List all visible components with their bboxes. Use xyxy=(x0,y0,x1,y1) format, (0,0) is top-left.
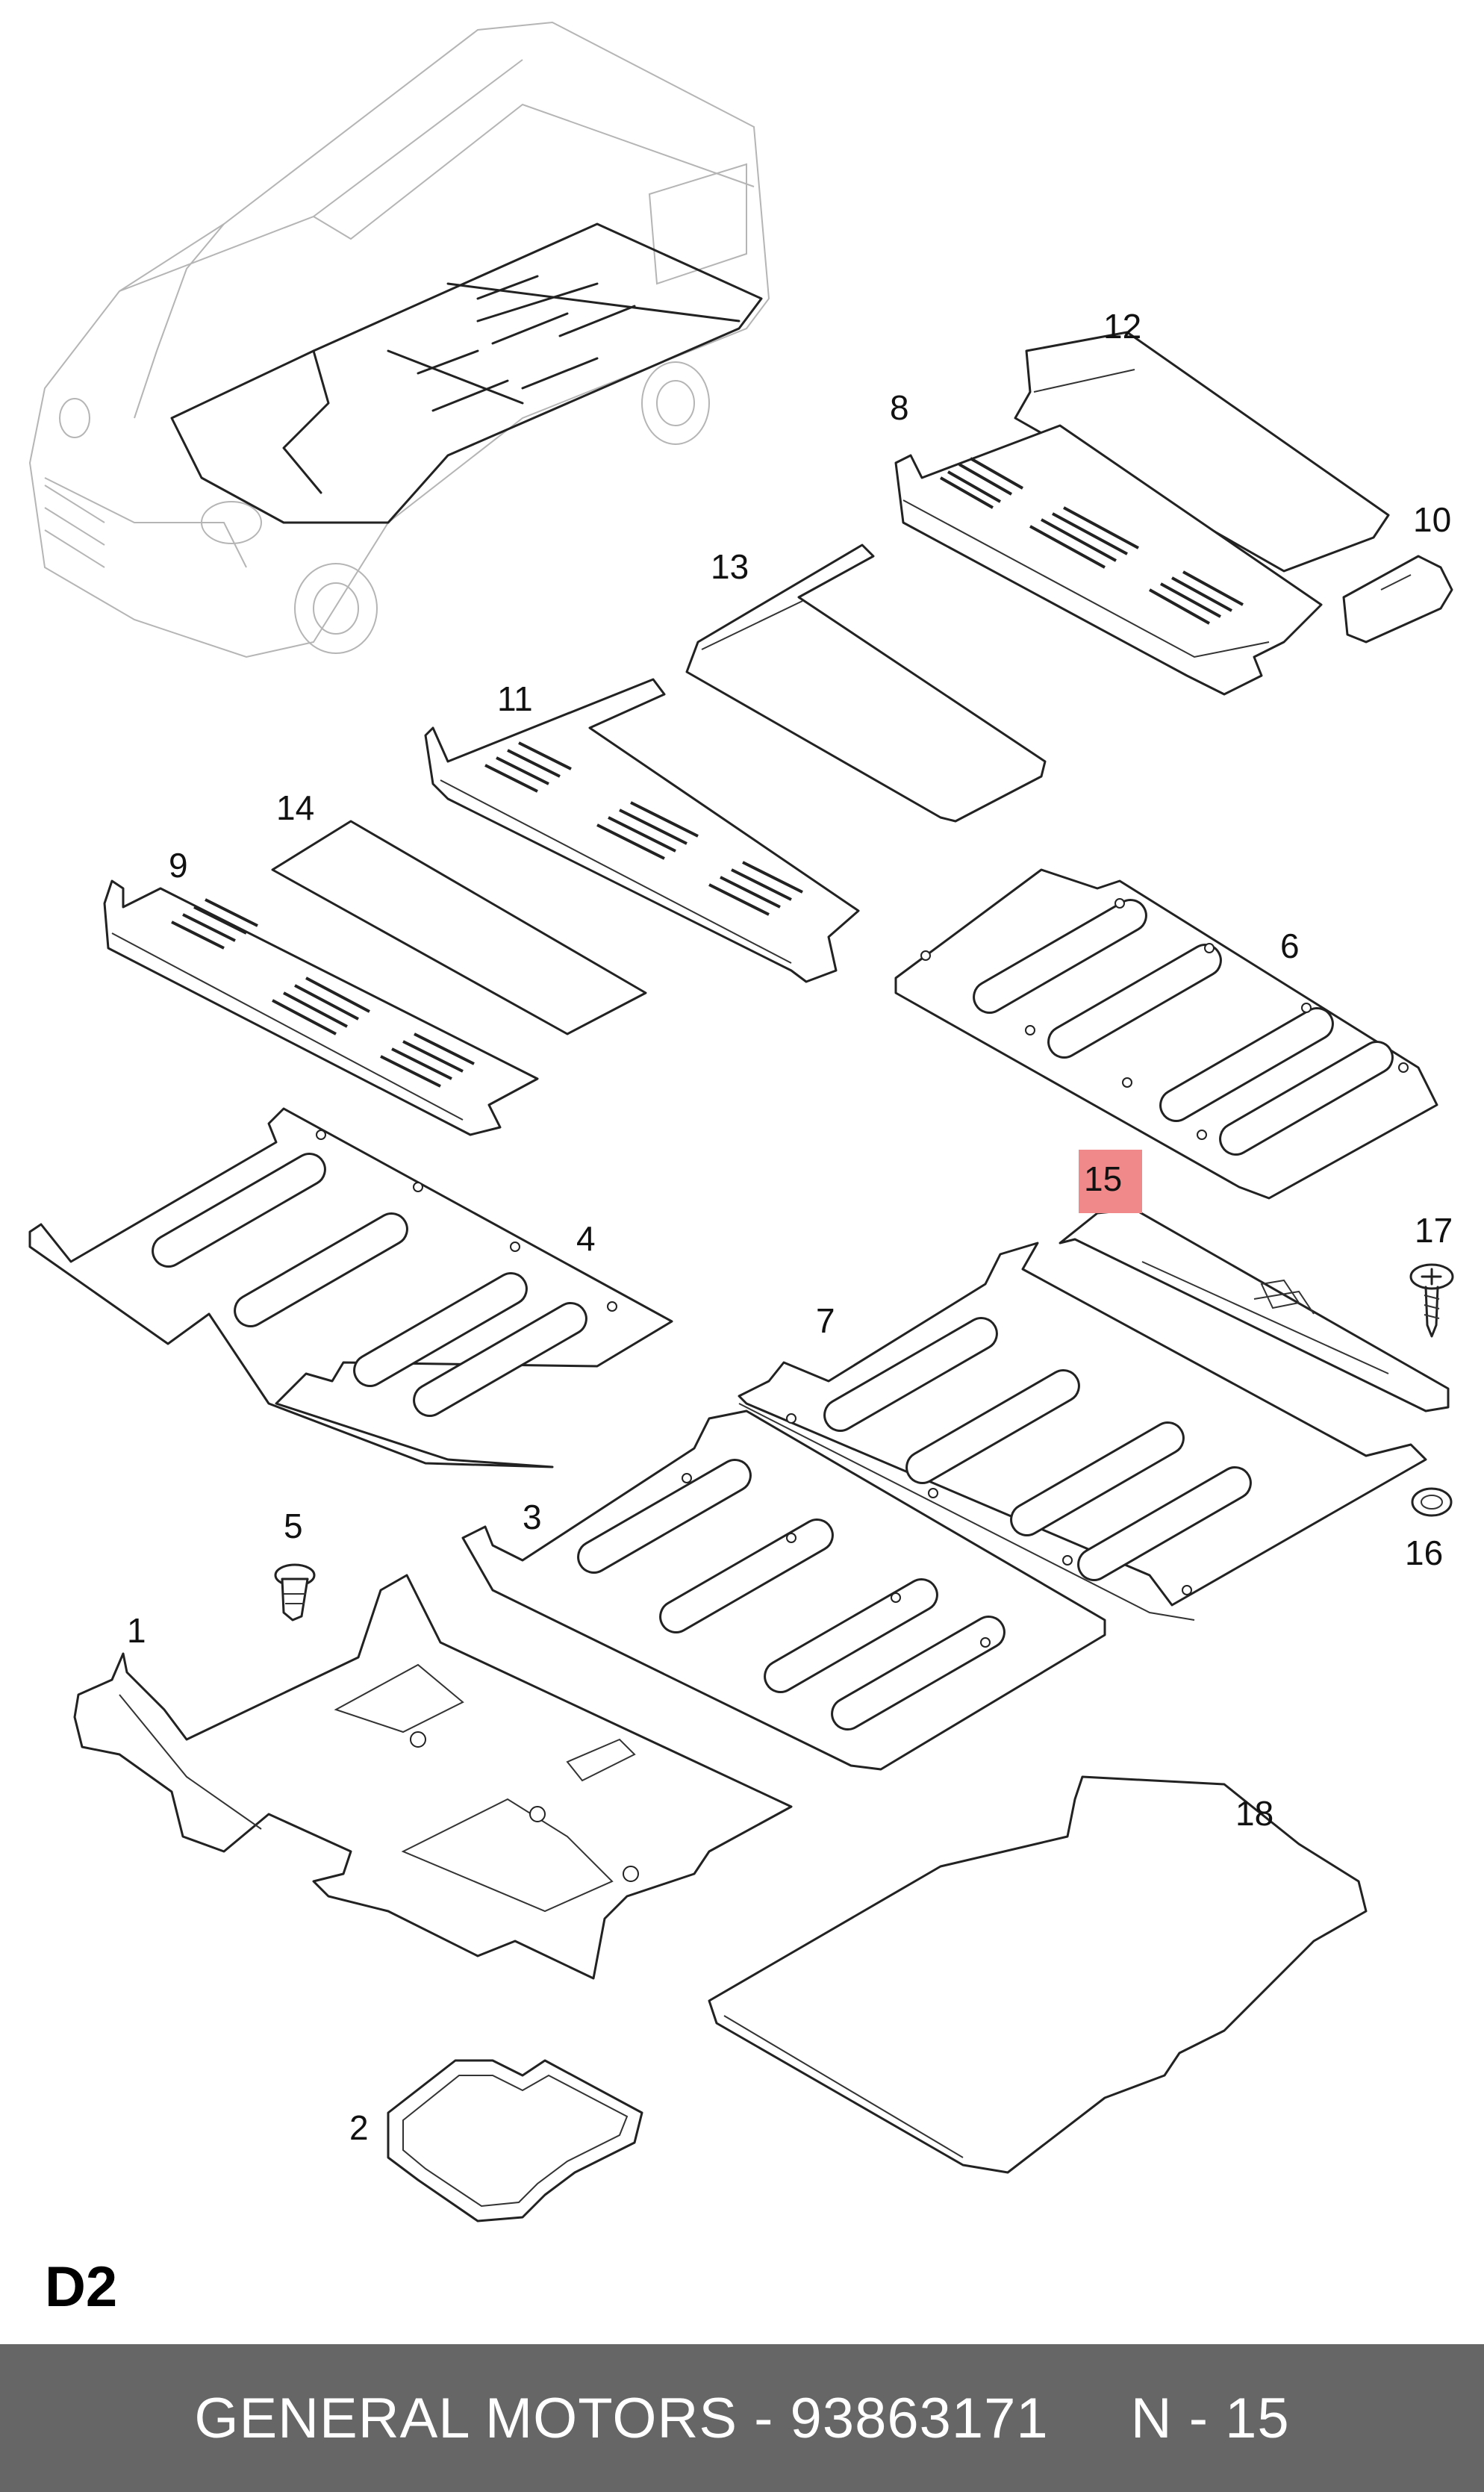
label-14[interactable]: 14 xyxy=(276,788,314,827)
part-7-floor-panel xyxy=(738,1242,1427,1621)
footer-ref: N - 15 xyxy=(1130,2386,1290,2450)
label-3[interactable]: 3 xyxy=(523,1498,542,1536)
label-18[interactable]: 18 xyxy=(1235,1794,1273,1833)
label-1[interactable]: 1 xyxy=(127,1611,146,1650)
part-14-flat-panel xyxy=(271,820,647,1035)
part-17-screw xyxy=(1409,1263,1454,1338)
part-11-sill-plate xyxy=(424,678,860,983)
part-10-end-cap xyxy=(1342,555,1453,644)
part-4-floor-panel xyxy=(28,1107,673,1468)
footer-text: GENERAL MOTORS - 93863171 N - 15 xyxy=(194,2386,1289,2451)
label-9[interactable]: 9 xyxy=(169,846,188,885)
label-16[interactable]: 16 xyxy=(1405,1533,1443,1572)
label-8[interactable]: 8 xyxy=(890,388,909,427)
part-16-grommet xyxy=(1411,1487,1453,1517)
parts-diagram: 12 8 10 13 11 14 9 6 15 17 4 7 3 5 16 1 … xyxy=(28,21,1454,2222)
label-7[interactable]: 7 xyxy=(816,1301,835,1340)
label-10[interactable]: 10 xyxy=(1413,500,1451,539)
part-18-cargo-mat xyxy=(708,1775,1368,2174)
section-code: D2 xyxy=(45,2255,118,2319)
label-11[interactable]: 11 xyxy=(497,679,533,718)
part-9-sill-plate xyxy=(103,879,539,1136)
part-8-sill-plate xyxy=(894,424,1323,696)
label-4[interactable]: 4 xyxy=(576,1219,596,1258)
label-13[interactable]: 13 xyxy=(711,547,749,586)
van-overview xyxy=(28,21,770,658)
highlight-box-15 xyxy=(1079,1150,1142,1213)
footer-bar: GENERAL MOTORS - 93863171 N - 15 xyxy=(0,2344,1484,2492)
label-6[interactable]: 6 xyxy=(1280,926,1300,965)
part-6-floor-panel xyxy=(894,868,1438,1200)
part-1-front-mat xyxy=(73,1574,793,1980)
part-labels: 12 8 10 13 11 14 9 6 15 17 4 7 3 5 16 1 … xyxy=(127,307,1453,2147)
part-2-small-mat xyxy=(387,2059,643,2222)
part-13-flat-panel xyxy=(685,543,1047,823)
label-15[interactable]: 15 xyxy=(1084,1159,1122,1198)
label-12[interactable]: 12 xyxy=(1103,307,1141,346)
label-17[interactable]: 17 xyxy=(1415,1211,1453,1250)
label-2[interactable]: 2 xyxy=(349,2108,369,2147)
label-5[interactable]: 5 xyxy=(284,1507,303,1545)
part-3-floor-panel xyxy=(461,1409,1106,1771)
part-5-fastener xyxy=(274,1563,316,1622)
footer-brand-part: GENERAL MOTORS - 93863171 xyxy=(194,2386,1049,2450)
part-12-trim-panel xyxy=(1014,331,1390,573)
